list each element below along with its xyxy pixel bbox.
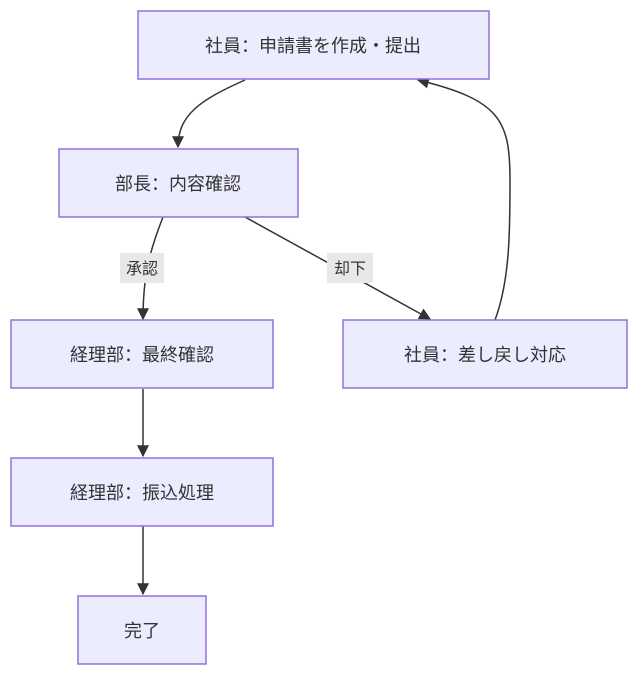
node-done-label: 完了 xyxy=(124,621,160,642)
node-accounting-payment-label: 経理部：振込処理 xyxy=(70,483,214,504)
svg-text:承認: 承認 xyxy=(126,259,158,278)
node-manager-review[interactable]: 部長：内容確認 xyxy=(58,148,299,218)
node-employee-rework[interactable]: 社員：差し戻し対応 xyxy=(342,319,628,389)
edge-submit-to-manager xyxy=(172,79,246,149)
node-done[interactable]: 完了 xyxy=(77,595,207,665)
node-accounting-confirm[interactable]: 経理部：最終確認 xyxy=(10,319,274,389)
node-manager-review-label: 部長：内容確認 xyxy=(115,174,241,195)
edge-rework-to-submit xyxy=(416,76,511,321)
edge-label-approve: 承認 xyxy=(120,253,164,283)
node-submit-label: 社員：申請書を作成・提出 xyxy=(205,36,421,57)
node-submit[interactable]: 社員：申請書を作成・提出 xyxy=(137,10,490,80)
node-employee-rework-label: 社員：差し戻し対応 xyxy=(404,345,566,366)
node-accounting-payment[interactable]: 経理部：振込処理 xyxy=(10,457,274,527)
svg-text:却下: 却下 xyxy=(334,259,366,278)
node-accounting-confirm-label: 経理部：最終確認 xyxy=(70,345,214,366)
edge-label-reject: 却下 xyxy=(327,253,373,283)
